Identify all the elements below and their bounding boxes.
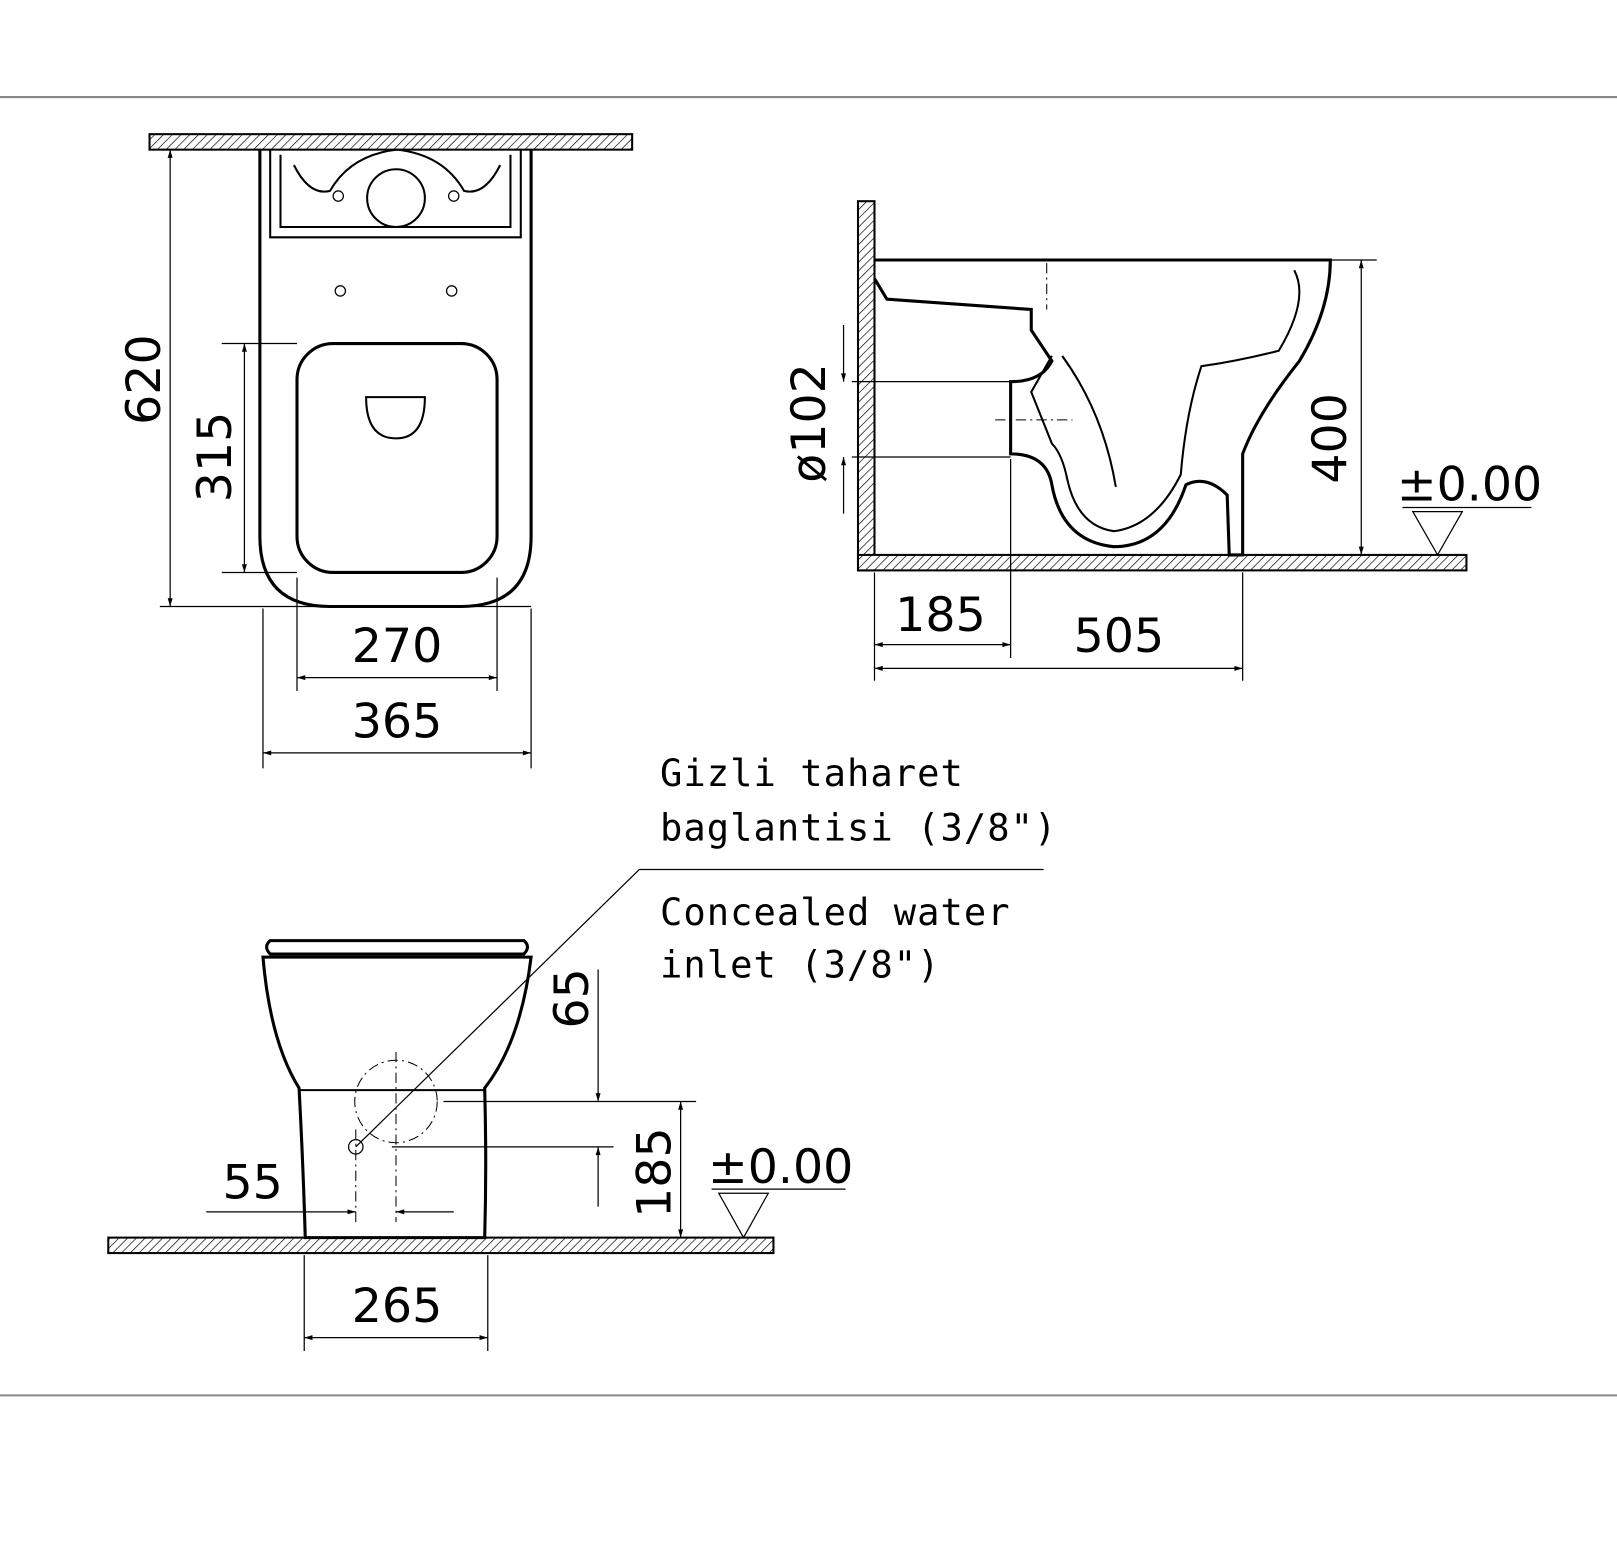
note-turkish-line1: Gizli taharet bbox=[660, 752, 964, 795]
inlet-note: Gizli taharet baglantisi (3/8") Conceale… bbox=[660, 752, 1057, 987]
dim-outlet-diameter: ø102 bbox=[782, 363, 837, 483]
note-english-line2: inlet (3/8") bbox=[660, 944, 940, 987]
dim-inlet-offset: 55 bbox=[222, 1155, 282, 1210]
dim-outlet-distance: 185 bbox=[895, 588, 986, 643]
dim-base-width: 265 bbox=[352, 1279, 443, 1334]
dim-seat-width: 270 bbox=[352, 619, 443, 674]
dim-seat-length: 315 bbox=[188, 412, 243, 503]
dim-width: 365 bbox=[352, 694, 443, 749]
dim-length: 620 bbox=[117, 334, 172, 425]
dim-depth: 505 bbox=[1074, 609, 1165, 664]
side-view: ø102 400 ±0.00 185 505 bbox=[782, 200, 1542, 681]
dim-inlet-height-top: 65 bbox=[545, 968, 600, 1028]
dim-height: 400 bbox=[1303, 393, 1358, 484]
front-level-label: ±0.00 bbox=[708, 1140, 853, 1195]
note-turkish-line2: baglantisi (3/8") bbox=[660, 807, 1057, 850]
note-english-line1: Concealed water bbox=[660, 891, 1011, 934]
top-view: 620 315 270 365 bbox=[117, 133, 634, 769]
level-label: ±0.00 bbox=[1397, 457, 1542, 512]
dim-inlet-height: 185 bbox=[627, 1127, 682, 1218]
front-view: 55 65 185 ±0.00 265 bbox=[107, 868, 1044, 1352]
